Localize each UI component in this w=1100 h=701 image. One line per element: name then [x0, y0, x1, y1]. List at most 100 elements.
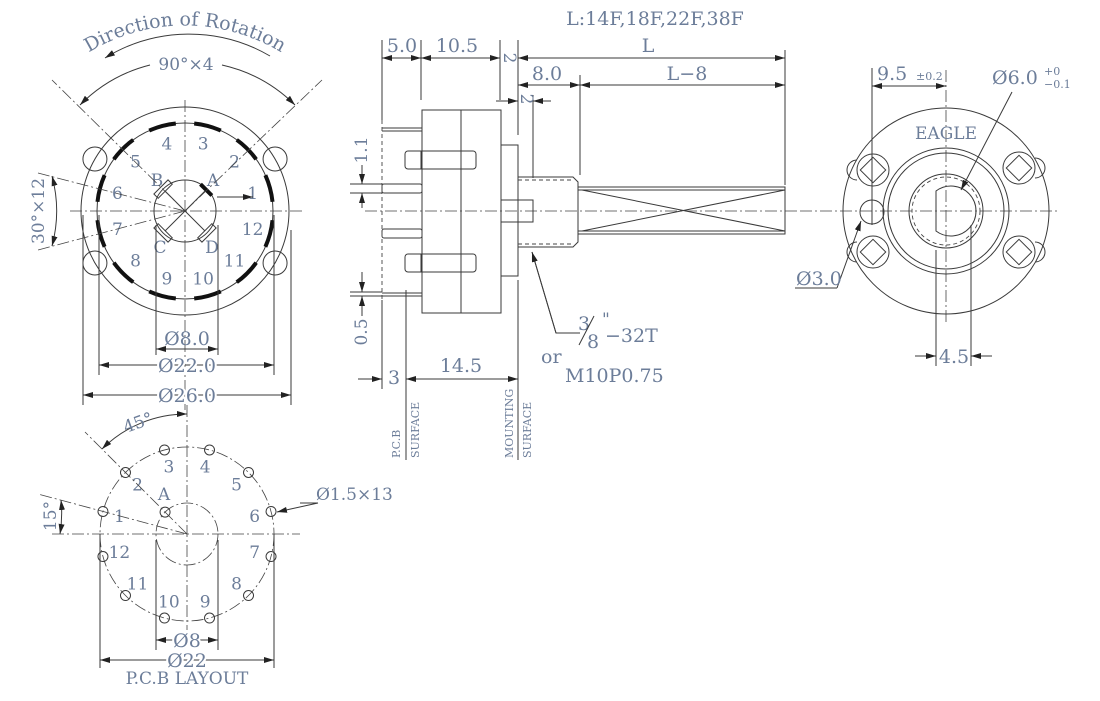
pcb-pin [381, 183, 423, 194]
mounting-surface-label: SURFACE [521, 402, 534, 458]
pcb-surface-label: P.C.B [390, 430, 403, 458]
pcb-layout-title: P.C.B LAYOUT [126, 669, 249, 689]
pcb-hole-common [159, 506, 171, 518]
pcb-hole-11 [119, 590, 131, 602]
thread-fraction-den: 8 [587, 331, 599, 353]
contact-label-10: 10 [192, 270, 214, 290]
pcb-hole-4 [204, 444, 216, 456]
side-view: L:14F,18F,22F,38F 5.0 10.5 [350, 8, 800, 460]
pcb-pin [381, 228, 423, 239]
mounting-tab [262, 250, 288, 276]
pin-label-6: 6 [249, 507, 260, 527]
rotor-circle [153, 179, 217, 243]
contact-label-4: 4 [161, 134, 172, 154]
dim-5-label: 5.0 [387, 35, 417, 57]
pcb-surface-label: SURFACE [409, 402, 422, 458]
contact-label-7: 7 [112, 220, 123, 240]
bushing [518, 176, 579, 248]
terminal-boss [856, 153, 890, 187]
terminal-square [1005, 238, 1033, 266]
angle-45-label: 45° [121, 409, 156, 438]
dim-2-label: 2 [499, 53, 519, 64]
terminal-boss [1002, 151, 1036, 185]
contact-segment [112, 261, 135, 284]
dim-26-label: Ø26.0 [158, 385, 216, 407]
brand-label: EAGLE [915, 124, 977, 144]
terminal-square [859, 156, 887, 184]
dim-L-minus-8-label: L−8 [667, 63, 708, 85]
contact-segment [235, 261, 258, 284]
dim-shaft-label: Ø6.0 [992, 67, 1038, 89]
contact-segment [148, 289, 177, 301]
dim-2b-label: 2 [516, 94, 536, 105]
dim-10-5-label: 10.5 [436, 35, 478, 57]
terminal-boss [856, 235, 890, 269]
length-options-label: L:14F,18F,22F,38F [566, 8, 744, 30]
contact-label-1: 1 [247, 184, 258, 204]
pin-label-2: 2 [132, 476, 143, 496]
terminal-square [1005, 154, 1033, 182]
pcb-hole-9 [204, 612, 216, 624]
mounting-tab [82, 146, 108, 172]
thread-leader [531, 251, 580, 334]
common-label-A: A [206, 171, 220, 191]
angle-30x12-label: 30°×12 [29, 178, 49, 244]
or-label: or [541, 346, 562, 368]
metric-thread-label: M10P0.75 [565, 365, 664, 387]
pcb-hole-6 [265, 505, 277, 517]
mounting-tab [262, 146, 288, 172]
contact-segment [263, 219, 275, 248]
pcb-hole-5 [243, 466, 255, 478]
pin-label-12: 12 [109, 543, 131, 563]
pcb-hole-1 [97, 505, 109, 517]
common-label-B: B [151, 171, 164, 191]
dim-hole-label: Ø3.0 [796, 268, 842, 290]
dim-22-label: Ø22.0 [158, 355, 216, 377]
pcb-hole-7 [265, 551, 277, 563]
pin-label-11: 11 [127, 574, 149, 594]
front-view: EAGLE 9.5 ±0.2 Ø6.0 +0 −0.1 Ø3.0 4.5 [795, 63, 1071, 368]
pcb-hole-12 [97, 551, 109, 563]
angle-15-label: 15° [41, 501, 61, 531]
pin-label-5: 5 [231, 476, 242, 496]
contact-label-9: 9 [161, 270, 172, 290]
common-label-C: C [153, 238, 166, 258]
contact-segment [235, 138, 258, 161]
dim-9-5-tolerance: ±0.2 [916, 70, 943, 83]
shaft-circle [908, 173, 984, 249]
shaft-tolerance-upper: +0 [1044, 65, 1060, 78]
dim-3-label: 3 [388, 367, 400, 389]
dim-4-5-label: 4.5 [939, 346, 969, 368]
dim-1-1-label: 1.1 [352, 136, 372, 163]
dim-0-5-label: 0.5 [352, 318, 372, 345]
contact-label-12: 12 [242, 220, 264, 240]
solder-lug [404, 253, 477, 273]
shaft [577, 186, 786, 235]
pin-label-7: 7 [249, 543, 260, 563]
terminal-boss [1002, 235, 1036, 269]
common-pin-label: A [157, 485, 171, 505]
mounting-surface-label: MOUNTING [503, 389, 516, 458]
common-contact [199, 182, 214, 197]
terminal-tab [1034, 241, 1046, 263]
pin-label-10: 10 [158, 593, 180, 613]
dim-22-label: Ø22 [167, 650, 207, 672]
pin-label-4: 4 [200, 457, 211, 477]
front-body-circle [842, 107, 1050, 315]
terminal-square [859, 238, 887, 266]
outer-body-circle [80, 106, 290, 316]
common-label-D: D [205, 238, 219, 258]
dim-9-5-label: 9.5 [877, 63, 907, 85]
dim-14-5-label: 14.5 [440, 355, 482, 377]
contact-segment [193, 289, 222, 301]
contact-segment [95, 174, 107, 203]
contact-label-2: 2 [229, 153, 240, 173]
angle-90x4-label: 90°×4 [158, 55, 213, 75]
pcb-hole-2 [119, 466, 131, 478]
solder-lug [404, 150, 477, 170]
contact-segment [148, 121, 177, 133]
pin-label-9: 9 [200, 593, 211, 613]
